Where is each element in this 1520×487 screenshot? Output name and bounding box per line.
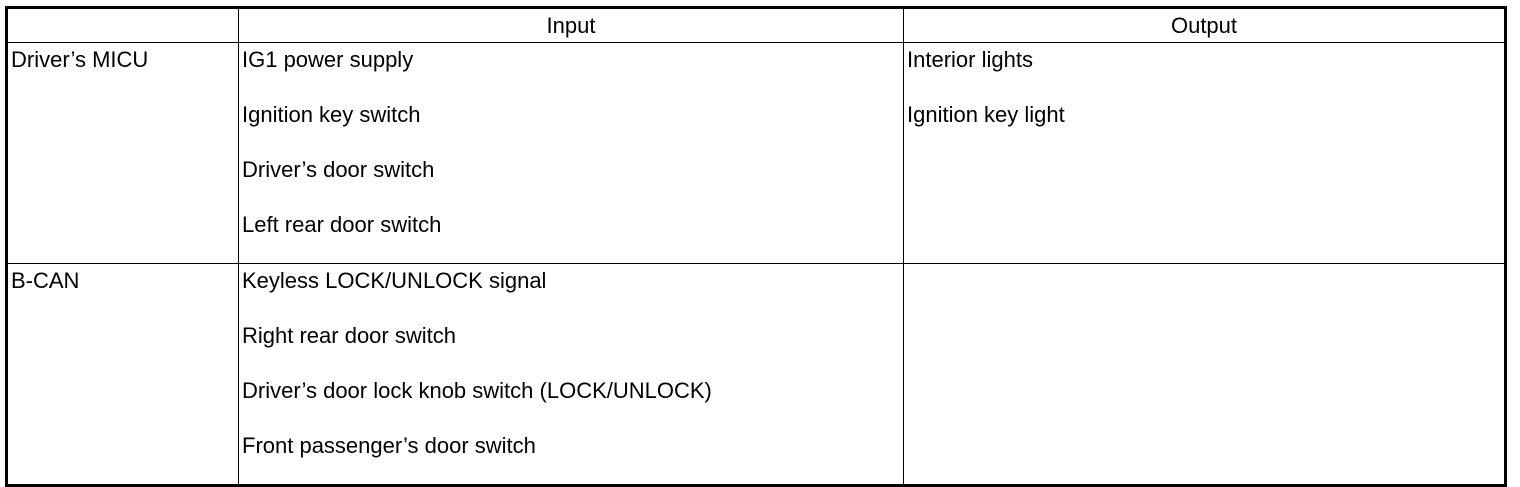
output-item: Interior lights — [907, 47, 1033, 72]
input-item: Driver’s door switch — [242, 157, 435, 182]
input-item: Front passenger’s door switch — [242, 433, 536, 458]
row-label-cell: Driver’s MICU — [6, 42, 239, 264]
input-item: Right rear door switch — [242, 323, 456, 348]
input-item: Keyless LOCK/UNLOCK signal — [242, 268, 547, 293]
header-row: Input Output — [6, 7, 1506, 43]
row-label: B-CAN — [11, 268, 80, 293]
table-row: Driver’s MICU IG1 power supply Ignition … — [6, 42, 1506, 264]
output-cell — [903, 263, 1506, 486]
row-label: Driver’s MICU — [11, 47, 149, 72]
output-cell: Interior lights Ignition key light — [903, 42, 1506, 264]
row-label-cell: B-CAN — [6, 263, 239, 486]
input-item: Left rear door switch — [242, 212, 442, 237]
input-item: IG1 power supply — [242, 47, 414, 72]
header-input: Input — [238, 7, 904, 43]
input-cell: IG1 power supply Ignition key switch Dri… — [238, 42, 904, 264]
input-item: Ignition key switch — [242, 102, 421, 127]
header-output: Output — [903, 7, 1506, 43]
table-row: B-CAN Keyless LOCK/UNLOCK signal Right r… — [6, 263, 1506, 486]
io-table: Input Output Driver’s MICU IG1 power sup… — [5, 6, 1507, 487]
header-blank — [6, 7, 239, 43]
input-cell: Keyless LOCK/UNLOCK signal Right rear do… — [238, 263, 904, 486]
output-item: Ignition key light — [907, 102, 1065, 127]
input-item: Driver’s door lock knob switch (LOCK/UNL… — [242, 378, 712, 403]
